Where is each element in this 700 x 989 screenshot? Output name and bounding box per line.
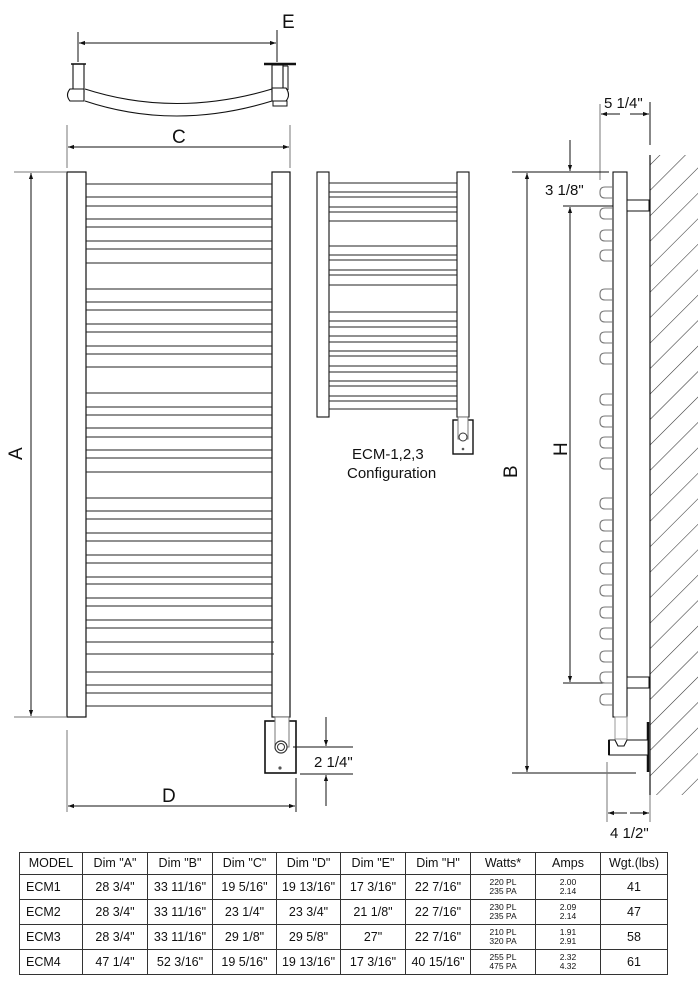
top-offset-label: 3 1/8" xyxy=(545,182,584,199)
header-dim-a: Dim "A" xyxy=(82,852,148,875)
cell-dim-c: 23 1/4" xyxy=(212,899,277,925)
cell-dim-h: 40 15/16" xyxy=(405,949,471,975)
model-specifications-table: MODEL Dim "A" Dim "B" Dim "C" Dim "D" Di… xyxy=(19,852,668,975)
dim-b-label: B xyxy=(501,465,522,478)
watts-pa: 235 PA xyxy=(489,911,517,921)
table-row: ECM2 28 3/4" 33 11/16" 23 1/4" 23 3/4" 2… xyxy=(19,899,668,925)
cell-weight: 47 xyxy=(600,899,668,925)
watts-pa: 320 PA xyxy=(489,936,517,946)
cell-dim-a: 28 3/4" xyxy=(82,874,148,900)
depth-bottom-label: 4 1/2" xyxy=(610,825,649,842)
cell-dim-b: 33 11/16" xyxy=(147,924,213,950)
amps-pl: 1.91 xyxy=(559,927,577,937)
watts-pa: 235 PA xyxy=(489,886,517,896)
cell-dim-h: 22 7/16" xyxy=(405,874,471,900)
cell-dim-b: 33 11/16" xyxy=(147,899,213,925)
cell-dim-h: 22 7/16" xyxy=(405,899,471,925)
dim-e-label: E xyxy=(282,12,295,33)
header-watts: Watts* xyxy=(470,852,536,875)
dim-c-label: C xyxy=(172,127,186,148)
watts-pl: 255 PL xyxy=(489,952,517,962)
towel-warmer-dimension-drawing: E C A xyxy=(6,12,698,842)
cell-dim-d: 29 5/8" xyxy=(276,924,341,950)
header-dim-h: Dim "H" xyxy=(405,852,471,875)
header-dim-d: Dim "D" xyxy=(276,852,341,875)
cell-dim-c: 19 5/16" xyxy=(212,949,277,975)
table-row: ECM1 28 3/4" 33 11/16" 19 5/16" 19 13/16… xyxy=(19,874,668,900)
cell-dim-a: 47 1/4" xyxy=(82,949,148,975)
watts-pl: 220 PL xyxy=(489,877,517,887)
amps-pa: 2.14 xyxy=(559,911,577,921)
watts-pl: 210 PL xyxy=(489,927,517,937)
table-row: ECM3 28 3/4" 33 11/16" 29 1/8" 29 5/8" 2… xyxy=(19,924,668,950)
cell-dim-e: 17 3/16" xyxy=(340,874,406,900)
header-amps: Amps xyxy=(535,852,601,875)
cell-weight: 41 xyxy=(600,874,668,900)
header-model: MODEL xyxy=(19,852,83,875)
table-row: ECM4 47 1/4" 52 3/16" 19 5/16" 19 13/16"… xyxy=(19,949,668,975)
cell-dim-e: 21 1/8" xyxy=(340,899,406,925)
cell-dim-d: 19 13/16" xyxy=(276,949,341,975)
cell-dim-d: 19 13/16" xyxy=(276,874,341,900)
depth-top-label: 5 1/4" xyxy=(604,95,643,112)
cell-dim-a: 28 3/4" xyxy=(82,899,148,925)
config-caption-line1: ECM-1,2,3 xyxy=(352,446,424,463)
ecm123-configuration-view: ECM-1,2,3 Configuration xyxy=(316,171,474,482)
side-view: 5 1/4" B H 3 1/8" xyxy=(501,95,698,842)
watts-pl: 230 PL xyxy=(489,902,517,912)
amps-pa: 4.32 xyxy=(559,961,577,971)
table-header-row: MODEL Dim "A" Dim "B" Dim "C" Dim "D" Di… xyxy=(19,852,668,875)
cell-weight: 58 xyxy=(600,924,668,950)
config-caption-line2: Configuration xyxy=(347,465,436,482)
amps-pa: 2.14 xyxy=(559,886,577,896)
amps-pl: 2.00 xyxy=(559,877,577,887)
cell-model: ECM2 xyxy=(19,899,83,925)
cell-dim-d: 23 3/4" xyxy=(276,899,341,925)
cell-dim-e: 17 3/16" xyxy=(340,949,406,975)
cell-dim-e: 27" xyxy=(340,924,406,950)
header-dim-b: Dim "B" xyxy=(147,852,213,875)
front-view: A xyxy=(6,171,353,812)
amps-pa: 2.91 xyxy=(559,936,577,946)
box-height-label: 2 1/4" xyxy=(314,754,353,771)
amps-pl: 2.09 xyxy=(559,902,577,912)
dim-h-label: H xyxy=(551,442,572,456)
cell-model: ECM1 xyxy=(19,874,83,900)
cell-weight: 61 xyxy=(600,949,668,975)
cell-dim-c: 29 1/8" xyxy=(212,924,277,950)
watts-pa: 475 PA xyxy=(489,961,517,971)
cell-dim-b: 33 11/16" xyxy=(147,874,213,900)
amps-pl: 2.32 xyxy=(559,952,577,962)
dim-a-label: A xyxy=(6,447,27,460)
cell-dim-a: 28 3/4" xyxy=(82,924,148,950)
cell-dim-h: 22 7/16" xyxy=(405,924,471,950)
top-view: E C xyxy=(66,12,296,168)
cell-model: ECM4 xyxy=(19,949,83,975)
cell-model: ECM3 xyxy=(19,924,83,950)
header-weight: Wgt.(lbs) xyxy=(600,852,668,875)
cell-dim-c: 19 5/16" xyxy=(212,874,277,900)
header-dim-e: Dim "E" xyxy=(340,852,406,875)
cell-dim-b: 52 3/16" xyxy=(147,949,213,975)
header-dim-c: Dim "C" xyxy=(212,852,277,875)
dim-d-label: D xyxy=(162,786,176,807)
